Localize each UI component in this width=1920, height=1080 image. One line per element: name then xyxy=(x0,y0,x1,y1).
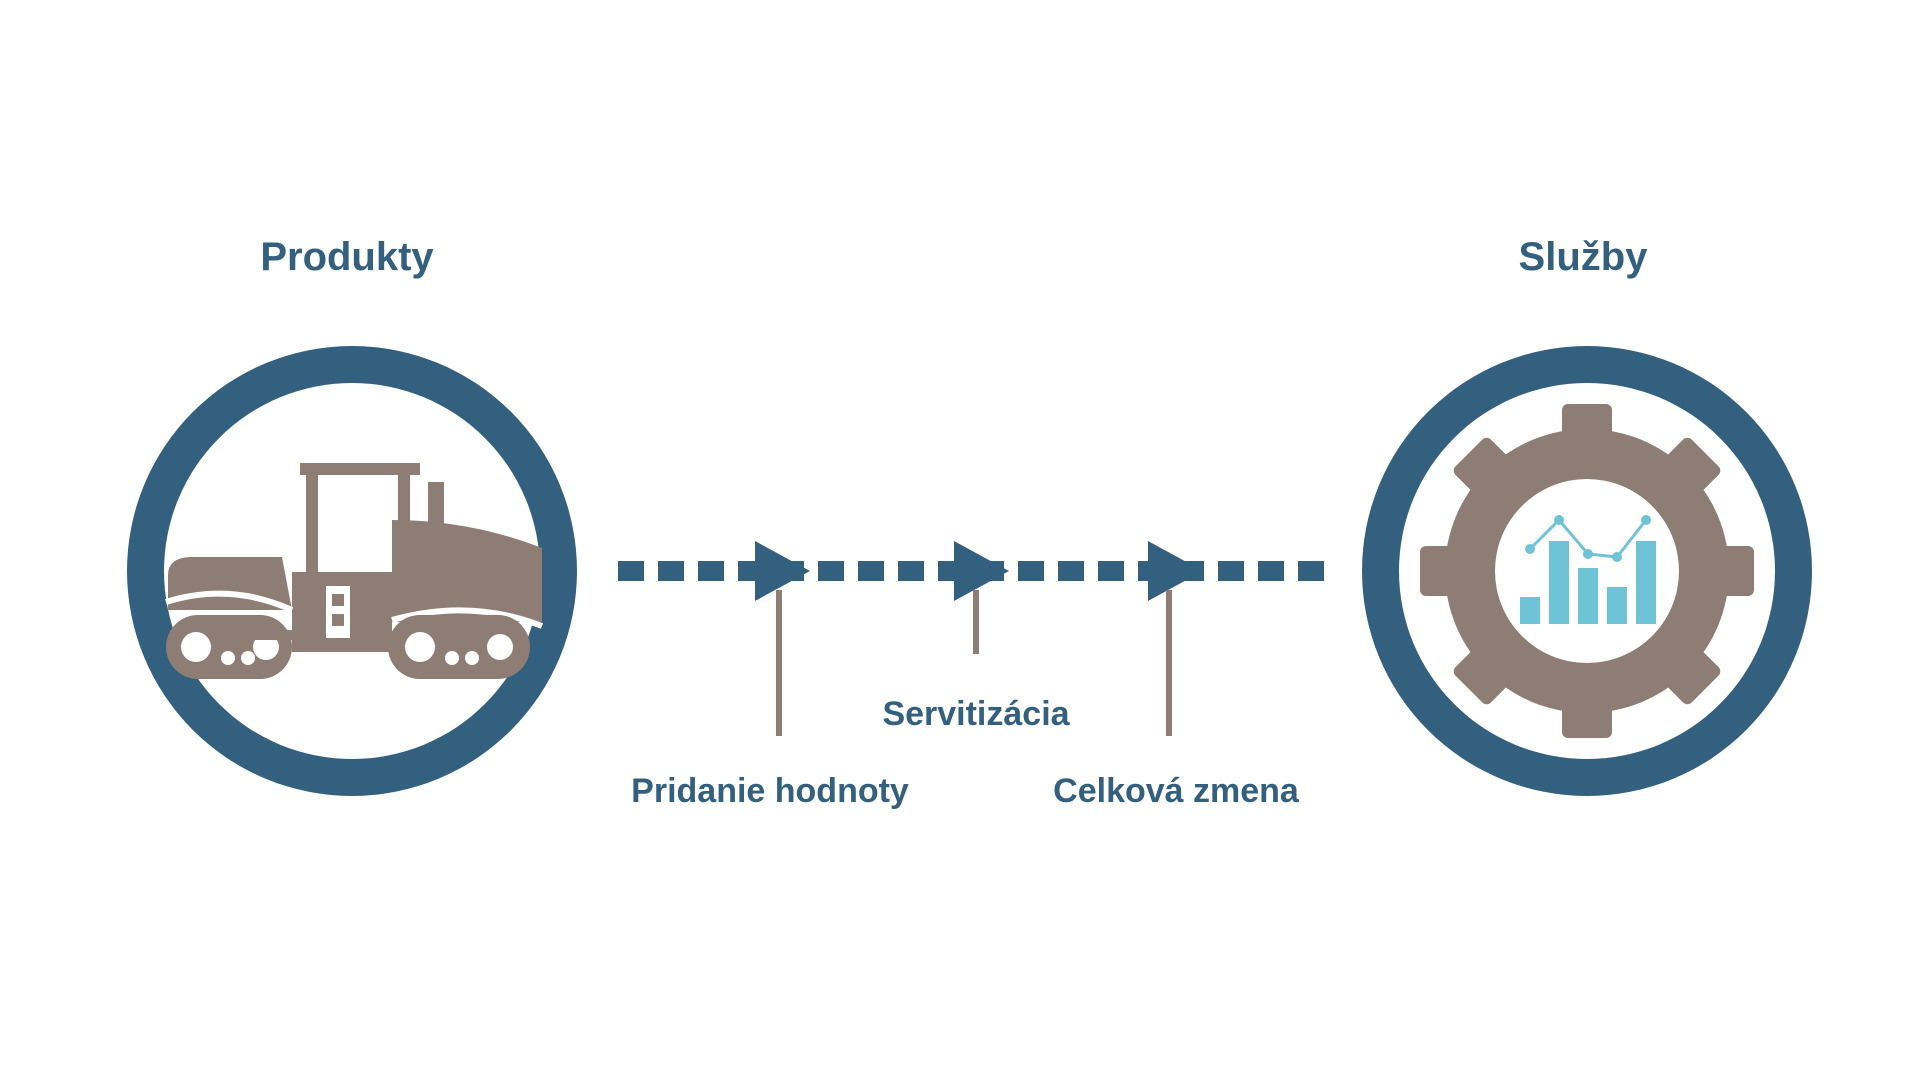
stem-pridanie-hodnoty xyxy=(776,590,782,736)
arrow-pridanie-hodnoty xyxy=(755,541,810,601)
tractor-icon xyxy=(165,463,544,679)
stage-label-servitizacia: Servitizácia xyxy=(882,695,1070,733)
arrow-servitizacia xyxy=(954,541,1009,601)
products-title: Produkty xyxy=(260,235,434,279)
services-title: Služby xyxy=(1518,235,1648,279)
bar-chart-icon xyxy=(1520,515,1656,624)
services-node xyxy=(1362,346,1812,796)
products-node xyxy=(127,346,577,796)
stage-arrows xyxy=(755,541,1203,601)
stem-servitizacia xyxy=(973,590,979,654)
stem-celkova-zmena xyxy=(1166,590,1172,736)
arrow-celkova-zmena xyxy=(1148,541,1203,601)
stage-stems xyxy=(776,590,1172,736)
stage-label-celkova-zmena: Celková zmena xyxy=(1053,772,1299,810)
stage-label-pridanie-hodnoty: Pridanie hodnoty xyxy=(631,772,909,810)
